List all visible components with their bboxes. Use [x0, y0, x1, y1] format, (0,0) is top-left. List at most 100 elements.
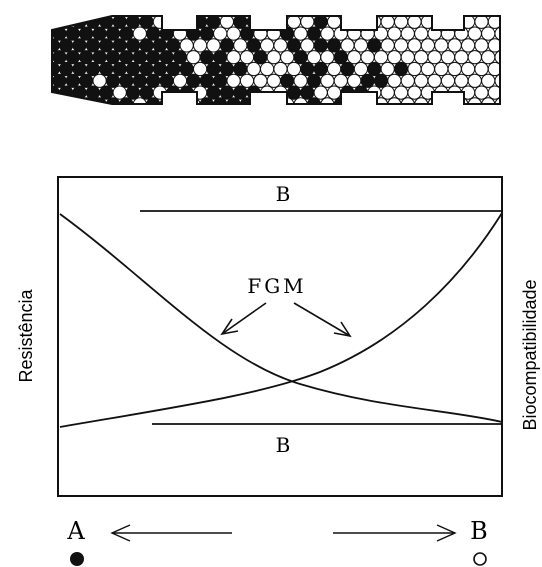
material-a-particle	[327, 38, 342, 53]
material-a-particle	[300, 61, 315, 77]
material-b-particle	[367, 16, 382, 29]
material-a-particle	[213, 97, 228, 104]
material-b-particle	[300, 38, 315, 53]
material-b-particle	[481, 16, 496, 18]
material-a-particle	[260, 16, 275, 29]
material-a-particle	[59, 38, 74, 53]
material-b-particle	[467, 26, 482, 41]
material-b-particle	[407, 85, 422, 100]
material-a-particle	[206, 16, 221, 29]
material-b-particle	[273, 61, 288, 77]
material-a-particle	[206, 85, 221, 100]
material-b-particle	[347, 26, 362, 41]
material-a-particle	[233, 16, 248, 29]
material-a-particle	[65, 97, 80, 104]
material-a-particle	[52, 50, 54, 65]
material-b-particle	[293, 16, 308, 18]
material-a-particle	[394, 61, 409, 77]
arrow-left-head	[110, 524, 131, 542]
material-b-particle	[494, 26, 500, 41]
material-a-particle	[119, 73, 134, 88]
material-b-particle	[273, 38, 288, 53]
material-a-particle	[52, 97, 67, 104]
material-b-particle	[487, 38, 500, 53]
material-b-particle	[414, 16, 429, 18]
material-b-particle	[434, 61, 449, 77]
material-a-particle	[306, 97, 322, 104]
material-a-particle	[65, 73, 80, 88]
material-a-particle	[92, 50, 107, 65]
material-a-particle	[146, 73, 161, 88]
filled-circle-icon	[70, 552, 84, 566]
material-a-particle	[139, 85, 154, 100]
material-b-particle	[239, 73, 255, 88]
material-b-particle	[226, 73, 241, 88]
material-b-particle	[320, 16, 335, 18]
material-b-particle	[347, 16, 362, 18]
material-a-particle	[280, 73, 295, 88]
material-a-particle	[146, 97, 161, 104]
material-a-particle	[186, 73, 201, 88]
material-a-particle	[59, 61, 74, 77]
material-b-particle	[280, 16, 295, 18]
material-b-particle	[226, 26, 241, 41]
material-a-particle	[367, 61, 382, 77]
material-b-particle	[213, 26, 228, 41]
material-b-particle	[219, 16, 234, 29]
material-a-particle	[199, 26, 214, 41]
material-b-particle	[239, 16, 255, 18]
material-a-particle	[112, 61, 127, 77]
material-b-particle	[320, 97, 335, 104]
material-b-particle	[320, 50, 335, 65]
graph-frame	[57, 176, 503, 497]
material-a-particle	[105, 16, 121, 18]
material-a-particle	[166, 16, 181, 29]
material-b-particle	[360, 50, 375, 65]
material-a-particle	[213, 73, 228, 88]
material-b-particle	[467, 97, 482, 104]
material-b-particle	[467, 50, 482, 65]
material-b-particle	[474, 16, 489, 29]
material-a-particle	[85, 61, 101, 77]
material-b-particle	[186, 16, 201, 18]
material-a-particle	[146, 50, 161, 65]
material-a-particle	[52, 16, 67, 18]
material-a-particle	[172, 50, 188, 65]
material-b-particle	[454, 73, 469, 88]
material-a-particle	[126, 85, 141, 100]
material-b-particle	[481, 50, 496, 65]
material-b-particle	[434, 38, 449, 53]
material-a-particle	[126, 38, 141, 53]
material-a-particle	[92, 16, 107, 18]
y-axis-right-label: Biocompatibilidade	[520, 279, 540, 430]
material-a-particle	[59, 85, 74, 100]
material-a-particle	[85, 85, 101, 100]
material-b-particle	[467, 73, 482, 88]
material-a-particle	[79, 73, 94, 88]
material-a-particle	[226, 97, 241, 104]
material-b-particle	[300, 16, 315, 29]
material-b-particle	[313, 85, 328, 100]
bar-outline	[51, 15, 501, 105]
material-a-particle	[219, 61, 234, 77]
material-b-particle	[119, 16, 134, 18]
material-b-particle	[440, 73, 456, 88]
material-b-particle	[467, 16, 482, 18]
material-b-particle	[440, 97, 456, 104]
material-b-particle	[152, 16, 167, 29]
material-b-particle	[246, 61, 261, 77]
material-b-particle	[340, 38, 355, 53]
material-a-particle	[266, 97, 281, 104]
material-b-particle	[353, 16, 368, 29]
material-a-particle	[219, 38, 234, 53]
material-a-particle	[146, 26, 161, 41]
material-a-particle	[79, 16, 94, 18]
material-a-particle	[52, 73, 67, 88]
material-b-particle	[400, 97, 415, 104]
material-b-particle	[474, 38, 489, 53]
bottom-b-label: B	[276, 433, 291, 457]
fgm-arrow-right	[293, 302, 351, 337]
material-a-particle	[367, 38, 382, 53]
material-a-particle	[186, 26, 201, 41]
material-b-particle	[487, 16, 500, 29]
